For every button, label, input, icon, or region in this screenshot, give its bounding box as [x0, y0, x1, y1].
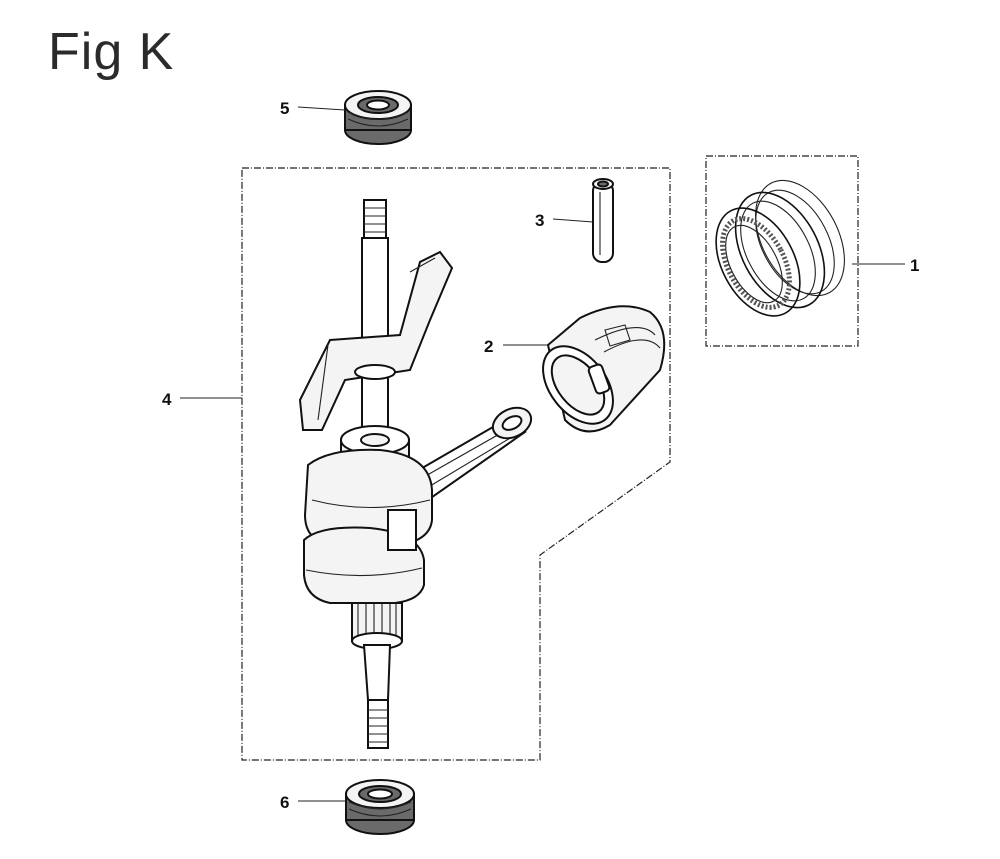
callout-2: 2 — [484, 337, 493, 356]
callout-5: 5 — [280, 99, 289, 118]
callout-1: 1 — [910, 256, 919, 275]
oil-seal-top-icon[interactable] — [344, 90, 412, 145]
crankshaft-assembly-icon[interactable] — [298, 199, 536, 749]
ring-set-box — [705, 155, 859, 347]
piston-icon[interactable] — [529, 305, 666, 437]
assembly-outline — [241, 167, 671, 761]
callout-3: 3 — [535, 211, 544, 230]
callout-6: 6 — [280, 793, 289, 812]
oil-seal-bottom-icon[interactable] — [345, 779, 415, 835]
piston-pin-icon[interactable] — [592, 178, 614, 263]
callout-4: 4 — [162, 390, 172, 409]
leader-line-3 — [552, 218, 594, 223]
piston-ring-set-icon[interactable] — [699, 165, 863, 330]
leader-line-5 — [297, 106, 346, 111]
figure-title: Fig K — [48, 23, 175, 81]
